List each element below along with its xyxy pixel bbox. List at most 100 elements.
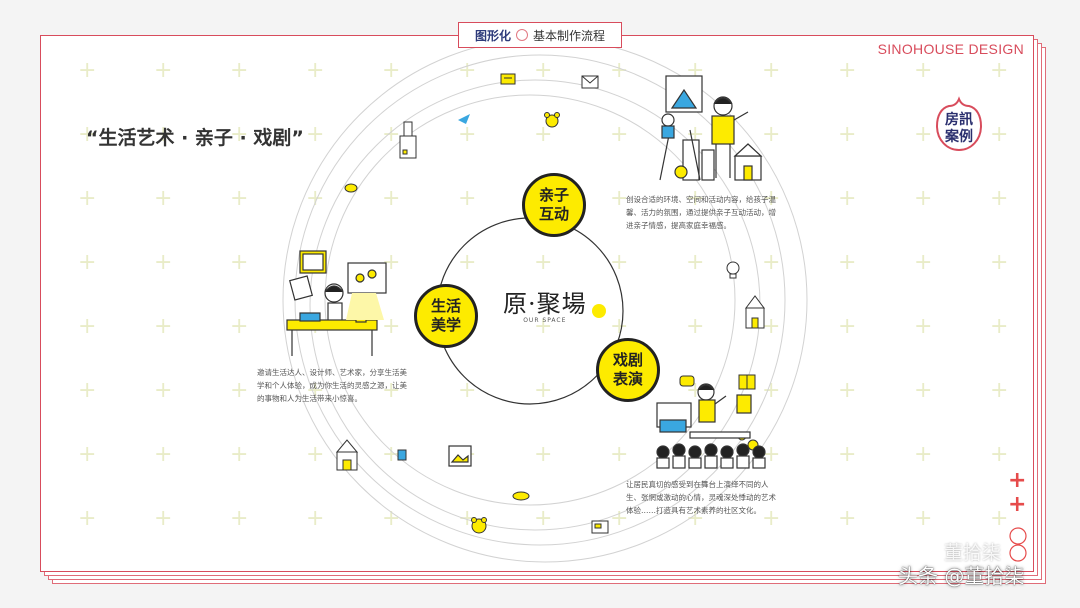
node-life-aesthetics-line2: 美学 <box>430 316 461 334</box>
desc-line: 邀请生活达人、设计师、艺术家，分享生活美 <box>257 368 407 377</box>
castle-icon-left <box>335 439 359 471</box>
node-parent-child-line1: 亲子 <box>538 186 569 204</box>
main-sheet <box>40 35 1034 572</box>
handshake-icon <box>512 491 530 501</box>
mail-icon <box>500 73 516 85</box>
desc-line: 的事物和人为生活带来小惊喜。 <box>257 394 362 403</box>
plus-mark: + <box>914 250 933 275</box>
plus-mark: + <box>382 186 401 211</box>
plus-mark: + <box>914 378 933 403</box>
plus-mark: + <box>534 58 553 83</box>
plus-mark: + <box>230 314 249 339</box>
plus-mark: + <box>458 250 477 275</box>
plus-mark: + <box>154 250 173 275</box>
plus-mark: + <box>458 122 477 147</box>
paper-plane-icon <box>458 114 470 124</box>
logo-dot <box>592 304 606 318</box>
plus-mark: + <box>838 314 857 339</box>
plus-mark: + <box>230 122 249 147</box>
plus-mark: + <box>914 58 933 83</box>
plus-mark: + <box>534 122 553 147</box>
ring-1 <box>324 94 736 506</box>
parent-child-illustration <box>659 75 763 181</box>
seal-badge-icon <box>935 96 983 152</box>
plus-mark: + <box>990 506 1009 531</box>
seal-line-1: 房訊 <box>945 112 973 128</box>
plus-mark: + <box>762 314 781 339</box>
plus-mark: + <box>154 122 173 147</box>
bear-icon <box>544 112 560 128</box>
red-plus-icon: + <box>1008 468 1027 493</box>
desc-life-aesthetics: 邀请生活达人、设计师、艺术家，分享生活美 学和个人体验，成为你生活的灵感之源，让… <box>257 366 407 405</box>
plus-mark: + <box>990 58 1009 83</box>
plus-mark: + <box>78 442 97 467</box>
plus-mark: + <box>686 250 705 275</box>
plus-mark: + <box>534 314 553 339</box>
plus-mark: + <box>686 186 705 211</box>
plus-mark: + <box>306 122 325 147</box>
plus-mark: + <box>990 122 1009 147</box>
brand-name: SINOHOUSE DESIGN <box>877 41 1024 57</box>
lightbulb-icon <box>726 261 740 279</box>
plus-mark: + <box>838 58 857 83</box>
plus-mark: + <box>534 506 553 531</box>
plus-mark: + <box>610 186 629 211</box>
node-life-aesthetics-line1: 生活 <box>430 297 461 315</box>
node-drama-line1: 戏剧 <box>612 351 643 369</box>
watermark-handle: 头条 @董拾柒 <box>898 564 1025 588</box>
plus-mark: + <box>914 442 933 467</box>
plus-mark: + <box>382 314 401 339</box>
plus-mark: + <box>914 186 933 211</box>
center-logo: 原·聚場 OUR SPACE <box>503 284 606 324</box>
plus-mark: + <box>230 186 249 211</box>
plus-mark: + <box>382 58 401 83</box>
plus-mark: + <box>306 58 325 83</box>
header-tab-bold: 图形化 <box>474 28 511 43</box>
plus-mark: + <box>534 250 553 275</box>
drama-illustration <box>656 383 766 469</box>
plus-mark: + <box>230 506 249 531</box>
bear-icon-bottom <box>471 517 487 534</box>
plus-mark: + <box>990 378 1009 403</box>
plus-mark: + <box>610 250 629 275</box>
plus-mark: + <box>838 506 857 531</box>
logo-main: 原·聚場 <box>503 290 587 318</box>
plus-mark: + <box>382 442 401 467</box>
plus-mark: + <box>306 442 325 467</box>
plus-mark: + <box>78 58 97 83</box>
plus-mark: + <box>78 378 97 403</box>
desc-parent-child: 创设合适的环境、空间和活动内容，给孩子温 馨、活力的氛围，通过提供亲子互动活动，… <box>626 193 776 232</box>
plus-mark: + <box>382 506 401 531</box>
plus-mark: + <box>990 250 1009 275</box>
plus-mark: + <box>154 506 173 531</box>
desc-line: 生、张惘或激动的心情，灵魂深处悸动的艺术 <box>626 493 776 502</box>
plus-mark: + <box>610 442 629 467</box>
plus-mark: + <box>686 314 705 339</box>
plus-mark: + <box>230 378 249 403</box>
window-icon <box>591 520 609 534</box>
plus-mark: + <box>838 378 857 403</box>
seal-line-2: 案例 <box>945 129 973 145</box>
castle-icon <box>745 295 765 329</box>
plus-mark: + <box>838 122 857 147</box>
life-aesthetics-illustration <box>286 250 387 356</box>
plus-mark: + <box>610 58 629 83</box>
plus-mark: + <box>762 250 781 275</box>
plus-mark: + <box>762 122 781 147</box>
plus-mark: + <box>78 250 97 275</box>
desc-line: 馨、活力的氛围，通过提供亲子互动活动，增 <box>626 208 776 217</box>
plus-mark: + <box>686 506 705 531</box>
plus-mark: + <box>610 506 629 531</box>
desc-line: 创设合适的环境、空间和活动内容，给孩子温 <box>626 195 776 204</box>
plus-mark: + <box>154 58 173 83</box>
node-drama-line2: 表演 <box>612 370 643 388</box>
deco-circle-2 <box>1009 544 1027 562</box>
deco-circle <box>1009 527 1027 545</box>
plus-mark: + <box>762 186 781 211</box>
headline: “生活艺术 · 亲子 · 戏剧” <box>86 127 304 149</box>
plus-mark: + <box>78 122 97 147</box>
desc-line: 体验……打造具有艺术素养的社区文化。 <box>626 506 761 515</box>
node-parent-child: 亲子互动 <box>522 173 586 237</box>
plus-mark: + <box>534 378 553 403</box>
plus-mark: + <box>154 378 173 403</box>
